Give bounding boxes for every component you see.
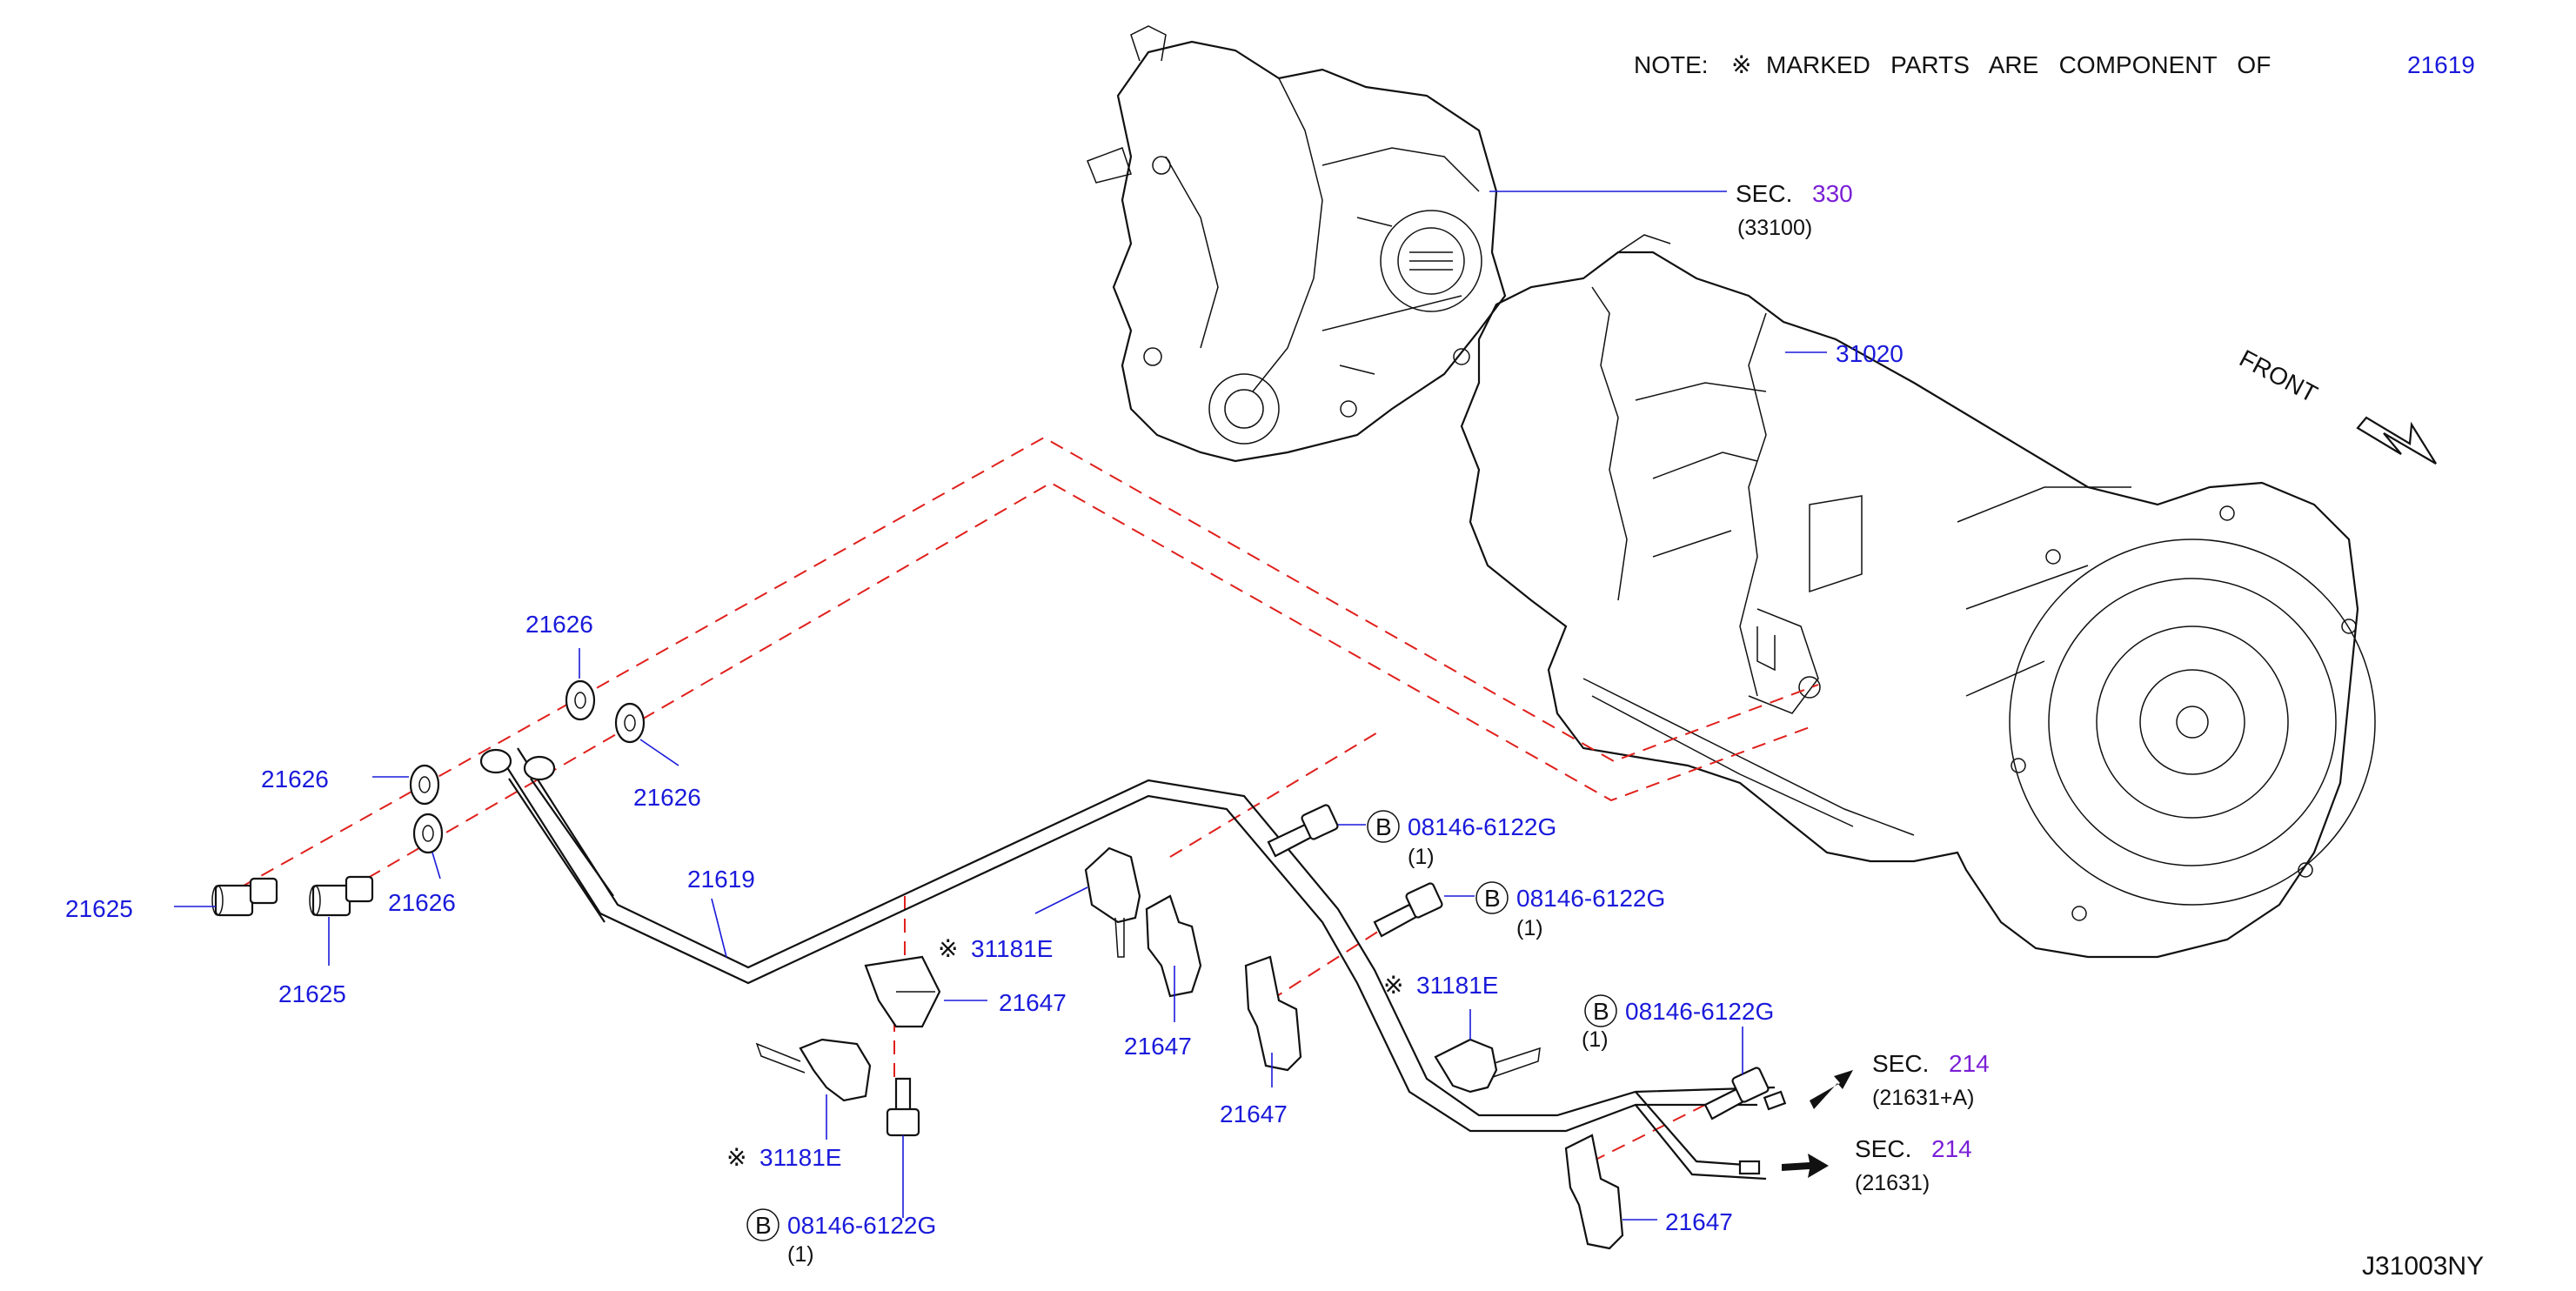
bolt-qty-2: (1) — [1516, 916, 1543, 940]
clip-b[interactable] — [755, 1038, 872, 1102]
front-label: FRONT — [2235, 344, 2322, 408]
bolt-circle-4 — [1584, 994, 1617, 1027]
sec214a-number[interactable]: 214 — [1949, 1050, 1990, 1077]
part-bolt-3[interactable]: 08146-6122G — [787, 1212, 936, 1239]
bracket-b[interactable] — [1145, 894, 1202, 998]
washer-4[interactable] — [412, 813, 444, 854]
note-header: NOTE: ※ MARKED PARTS ARE COMPONENT OF 21… — [1634, 51, 2475, 78]
leader-31181e-a — [1034, 886, 1088, 914]
sec330-number[interactable]: 330 — [1812, 180, 1853, 207]
bolts — [886, 804, 1770, 1137]
part-31181e-b[interactable]: 31181E — [759, 1144, 841, 1171]
sec330-label: SEC. — [1736, 180, 1792, 207]
bolt-letter-4: B — [1593, 998, 1609, 1025]
front-arrow-icon — [2356, 416, 2437, 465]
part-21647-b[interactable]: 21647 — [1124, 1033, 1192, 1060]
bracket-c[interactable] — [1244, 955, 1302, 1072]
part-31181e-c[interactable]: 31181E — [1416, 972, 1498, 999]
leader-21619 — [711, 898, 727, 958]
bolt-circle-1 — [1367, 810, 1400, 843]
part-21626-c[interactable]: 21626 — [261, 766, 329, 793]
arrow-to-sec214b-icon — [1782, 1154, 1829, 1178]
part-21626-b[interactable]: 21626 — [633, 784, 701, 811]
part-31181e-a[interactable]: 31181E — [971, 935, 1053, 962]
part-21647-d[interactable]: 21647 — [1665, 1208, 1733, 1235]
note-part-link[interactable]: 21619 — [2407, 51, 2475, 78]
eye-bolt-2[interactable] — [309, 875, 374, 917]
part-21625-a[interactable]: 21625 — [65, 895, 133, 922]
part-bolt-2[interactable]: 08146-6122G — [1516, 885, 1665, 912]
clip-mark-b: ※ — [726, 1144, 746, 1171]
bolt-letter-1: B — [1375, 813, 1392, 840]
washer-2[interactable] — [614, 702, 646, 744]
sec214b-reference[interactable]: SEC. 214 (21631) — [1855, 1135, 1972, 1195]
sec330-reference[interactable]: SEC. 330 (33100) — [1736, 180, 1853, 240]
washer-1[interactable] — [565, 679, 596, 721]
clip-a[interactable] — [1084, 846, 1141, 958]
part-21647-c[interactable]: 21647 — [1220, 1100, 1288, 1127]
sec214b-number[interactable]: 214 — [1931, 1135, 1972, 1162]
phantom-lines — [221, 436, 1819, 1162]
bolt-letter-2: B — [1484, 885, 1501, 912]
bracket-d[interactable] — [1564, 1134, 1624, 1250]
bolt-3[interactable] — [886, 1077, 920, 1137]
transmission-illustration — [1460, 234, 2376, 959]
part-21626-d[interactable]: 21626 — [388, 889, 456, 916]
brackets — [864, 894, 1624, 1250]
transfer-case-illustration — [1087, 25, 1507, 463]
eye-bolt-1[interactable] — [211, 877, 278, 917]
bolt-circle-2 — [1475, 881, 1509, 914]
note-prefix: NOTE: — [1634, 51, 1709, 78]
leader-21626-b — [639, 739, 679, 766]
sec214a-sub: (21631+A) — [1872, 1086, 1974, 1110]
bolt-2[interactable] — [1373, 882, 1443, 938]
washers — [409, 679, 646, 854]
part-bolt-4[interactable]: 08146-6122G — [1625, 998, 1774, 1025]
oil-cooler-tube — [479, 747, 1787, 1181]
eye-bolts — [211, 875, 374, 917]
diagram-id: J31003NY — [2362, 1252, 2484, 1281]
clip-mark-c: ※ — [1383, 972, 1403, 999]
part-21626-a[interactable]: 21626 — [525, 611, 593, 638]
bolt-qty-1: (1) — [1408, 845, 1435, 869]
note-symbol: ※ — [1731, 51, 1751, 78]
sec214a-label: SEC. — [1872, 1050, 1929, 1077]
bolt-qty-4: (1) — [1582, 1027, 1609, 1052]
arrow-to-sec214a-icon — [1810, 1070, 1853, 1109]
part-31020[interactable]: 31020 — [1836, 340, 1904, 367]
part-21625-b[interactable]: 21625 — [278, 980, 346, 1007]
sec330-sub: (33100) — [1737, 216, 1812, 240]
bolt-qty-3: (1) — [787, 1242, 814, 1267]
bolt-1[interactable] — [1267, 804, 1339, 858]
bolt-4[interactable] — [1703, 1067, 1770, 1120]
clip-mark-a: ※ — [938, 935, 958, 962]
part-21619-tube[interactable]: 21619 — [687, 866, 755, 893]
bolt-letter-3: B — [755, 1212, 772, 1239]
note-text: MARKED PARTS ARE COMPONENT OF — [1766, 51, 2271, 78]
washer-3[interactable] — [409, 764, 440, 806]
clips — [755, 846, 1541, 1102]
leader-21626-d — [432, 852, 441, 880]
sec214b-label: SEC. — [1855, 1135, 1911, 1162]
part-21647-a[interactable]: 21647 — [999, 989, 1067, 1016]
sec214b-sub: (21631) — [1855, 1171, 1930, 1195]
part-bolt-1[interactable]: 08146-6122G — [1408, 813, 1556, 840]
clip-c[interactable] — [1434, 1038, 1541, 1094]
bolt-circle-3 — [746, 1208, 779, 1241]
sec214a-reference[interactable]: SEC. 214 (21631+A) — [1872, 1050, 1990, 1110]
bracket-a[interactable] — [864, 955, 941, 1028]
